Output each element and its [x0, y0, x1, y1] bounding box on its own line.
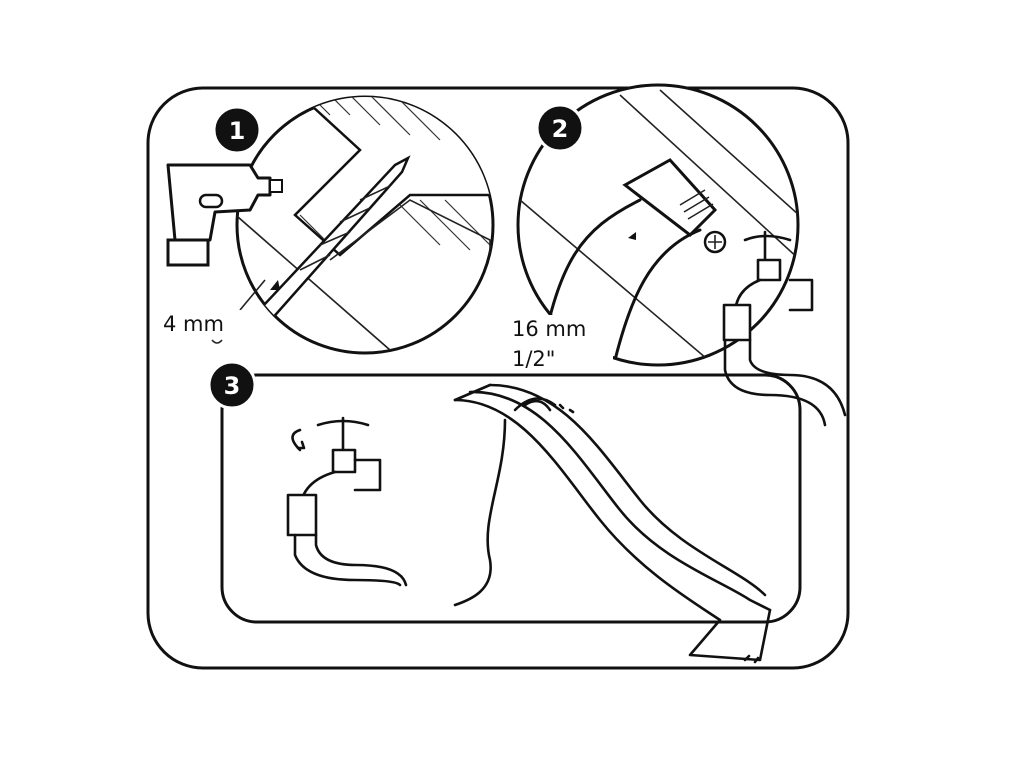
tap-with-hose-illustration — [722, 230, 847, 427]
hose-size-label: 16 mm — [512, 317, 586, 341]
step-3-panel — [220, 373, 802, 624]
outer-frame — [146, 86, 850, 670]
step-3-badge: 3 — [207, 360, 257, 410]
drill-size-label: 4 mm — [163, 312, 224, 336]
step-3-number: 3 — [224, 372, 241, 400]
step-1-number: 1 — [229, 117, 246, 145]
step-1-badge: 1 — [212, 105, 262, 155]
step-3-illustration — [286, 383, 772, 664]
hose-inch-label: 1/2" — [512, 347, 555, 371]
step-2-badge: 2 — [535, 103, 585, 153]
step-2-number: 2 — [552, 115, 569, 143]
step-1-drill-illustration — [166, 95, 495, 355]
